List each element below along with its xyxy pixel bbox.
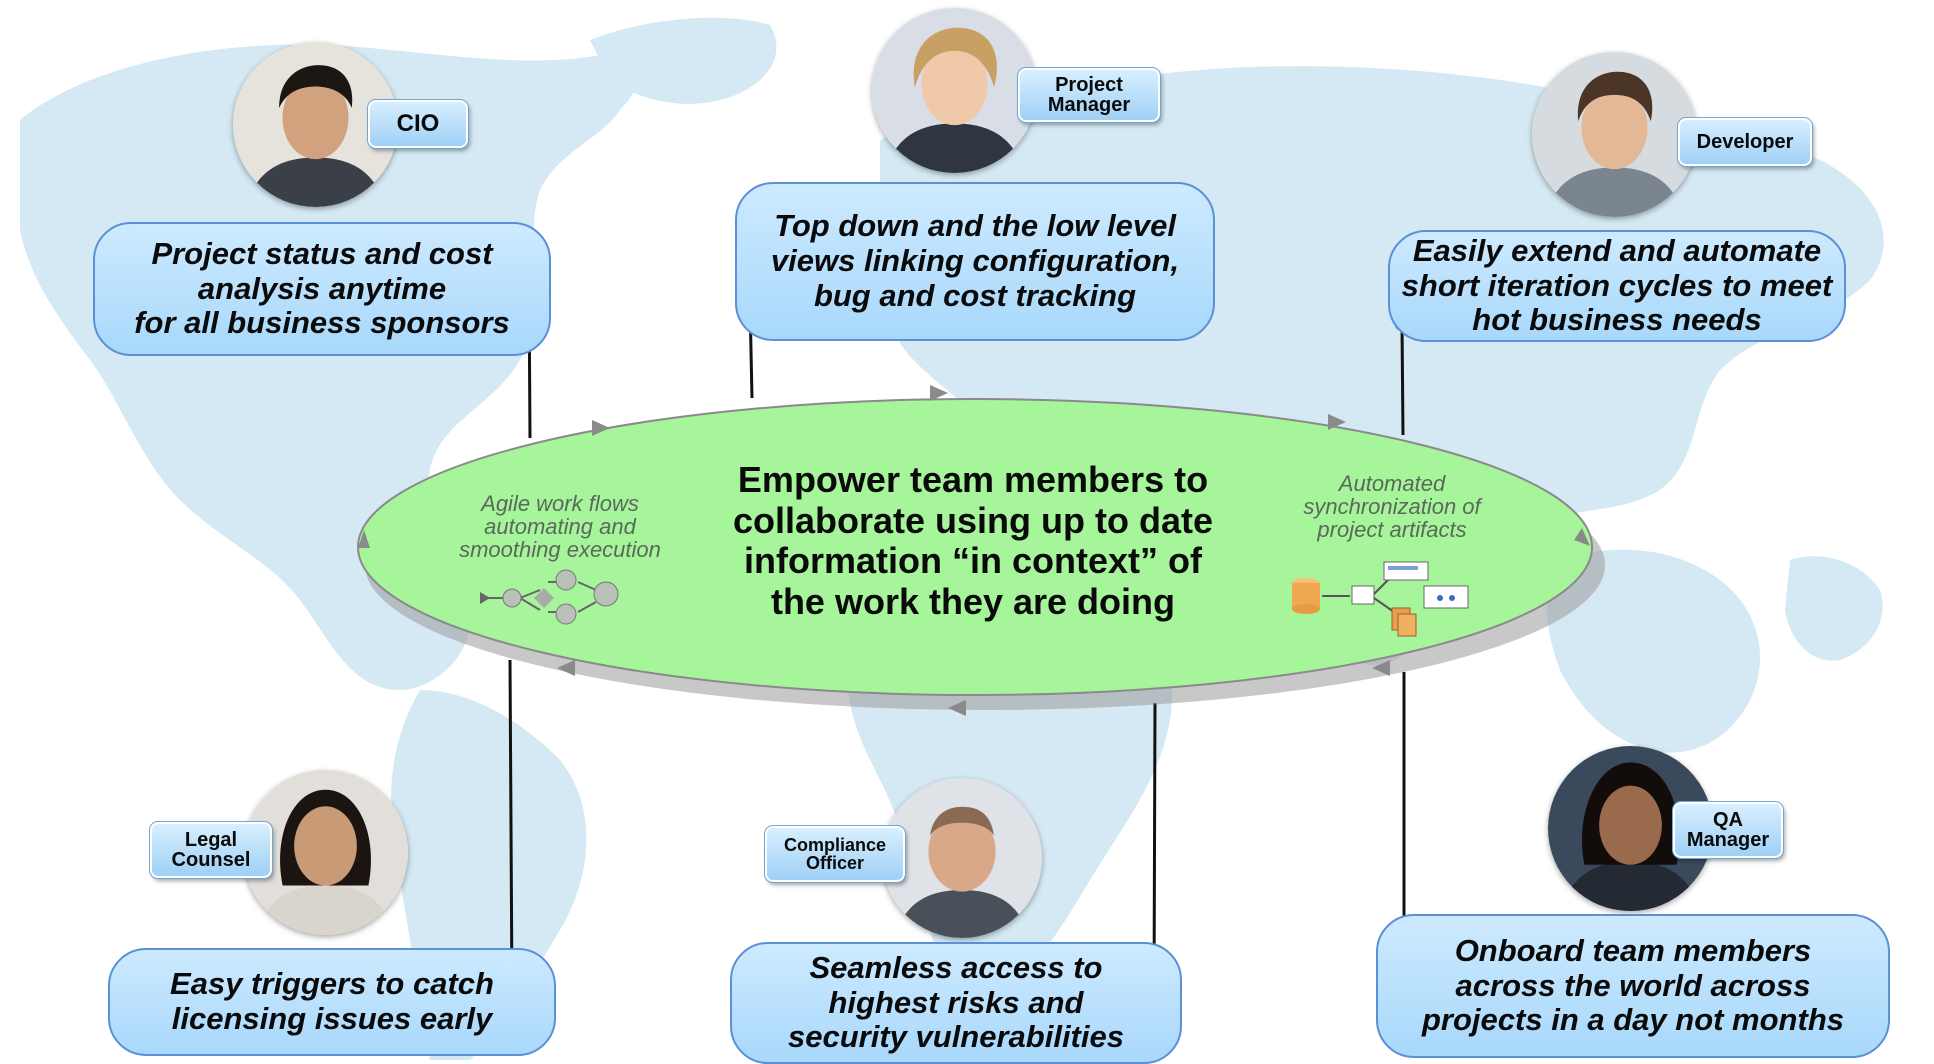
flow-arrow [930,385,948,401]
callout-qa-manager: Onboard team members across the world ac… [1376,914,1890,1058]
hub-left-note: Agile work flows automating and smoothin… [459,491,661,563]
person-portrait-icon [1548,746,1713,911]
role-badge-qa-manager: QA Manager [1672,801,1784,859]
flow-arrow [557,660,575,676]
flow-arrow [1574,528,1590,546]
role-badge-compliance-officer: Compliance Officer [764,825,906,883]
qa-manager-avatar [1548,746,1713,911]
callout-project-manager: Top down and the low level views linking… [735,182,1215,341]
connector-legal-counsel [508,659,514,996]
role-badge-developer: Developer [1677,117,1813,167]
workflow-diagram-icon [480,569,619,625]
hub-right-note: Automated synchronization of project art… [1303,471,1481,543]
callout-compliance-officer: Seamless access to highest risks and sec… [730,942,1182,1064]
person-portrait-icon [1532,52,1697,217]
flow-arrow [592,420,610,436]
callout-developer: Easily extend and automate short iterati… [1388,230,1846,342]
hub-ellipse [357,385,1605,716]
role-badge-project-manager: Project Manager [1017,67,1161,123]
callout-legal-counsel: Easy triggers to catch licensing issues … [108,948,556,1056]
project-manager-avatar [872,8,1037,173]
role-badge-legal-counsel: Legal Counsel [149,821,273,879]
person-portrait-icon [872,8,1037,173]
compliance-officer-avatar [882,778,1042,938]
role-badge-cio: CIO [367,99,469,149]
hub-title: Empower team members to collaborate usin… [732,459,1214,623]
flow-arrow [1372,660,1390,676]
flow-arrow [358,530,370,548]
flow-arrow [948,700,966,716]
connector-developer [1400,323,1405,436]
artifact-sync-icon [1292,561,1469,637]
person-portrait-icon [882,778,1042,938]
developer-avatar [1532,52,1697,217]
flow-arrow [1328,414,1346,430]
callout-cio: Project status and cost analysis anytime… [93,222,551,356]
